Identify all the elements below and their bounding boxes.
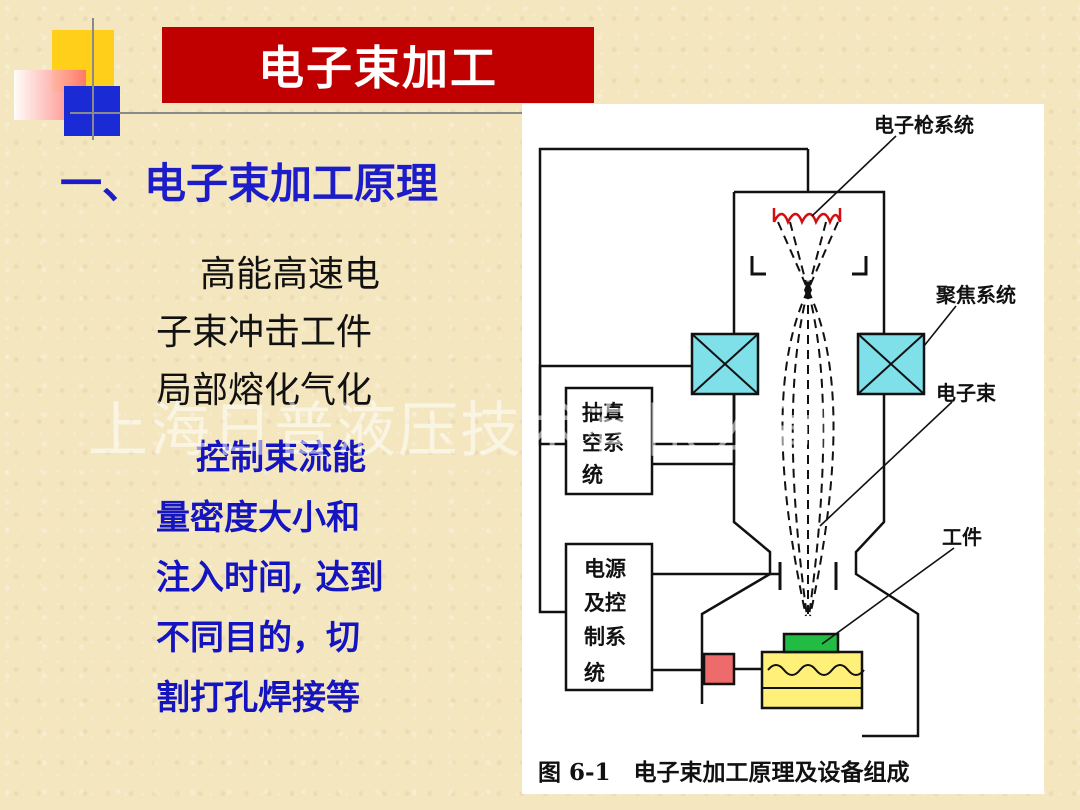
vacuum-box-line: 空系 [582, 430, 624, 455]
vacuum-system-box [564, 386, 654, 496]
power-box-line: 统 [584, 660, 605, 685]
chamber-right-wall [854, 374, 920, 738]
focus-coil-left [690, 332, 760, 396]
section-heading: 一、电子束加工原理 [60, 159, 439, 208]
vacuum-box-line: 统 [582, 462, 603, 487]
power-control-box [564, 542, 654, 692]
deco-vertical-line [92, 18, 94, 140]
power-box-line: 制系 [584, 624, 626, 649]
worktable-wave [767, 664, 865, 676]
control-line: 量密度大小和 [156, 498, 360, 538]
chamber-left-wall [700, 374, 772, 704]
cathode-filament [772, 208, 842, 226]
label-electron-gun: 电子枪系统 [874, 113, 974, 137]
workpiece [782, 632, 840, 654]
control-line: 割打孔焊接等 [156, 678, 360, 718]
label-focus-system: 聚焦系统 [935, 283, 1016, 307]
label-electron-beam: 电子束 [936, 381, 997, 405]
principle-line: 子束冲击工件 [156, 312, 373, 353]
principle-text: 高能高速电 子束冲击工件 局部熔化气化 [156, 246, 416, 420]
control-line: 不同目的，切 [156, 618, 360, 658]
sensor-box [702, 652, 736, 686]
worktable [760, 650, 864, 710]
vacuum-box-line: 抽真 [582, 400, 624, 425]
power-box-line: 电源 [584, 556, 626, 581]
power-box-line: 及控 [584, 590, 626, 615]
control-line: 控制束流能 [196, 438, 366, 478]
leader-lines [811, 135, 957, 645]
control-line: 注入时间, 达到 [156, 558, 384, 598]
figure-caption: 图 6-1 电子束加工原理及设备组成 [538, 759, 910, 786]
focus-coil-right [856, 332, 926, 396]
electron-beam-diagram: 抽真 空系 统 电源 及控 制系 统 电子枪系统 聚焦系统 电子束 工件 图 6… [522, 104, 1044, 794]
slide-title: 电子束加工 [162, 27, 594, 103]
principle-line: 局部熔化气化 [156, 370, 373, 411]
anode-left [750, 256, 766, 276]
control-text: 控制束流能 量密度大小和 注入时间, 达到 不同目的，切 割打孔焊接等 [156, 428, 446, 728]
anode-right [852, 256, 868, 276]
deco-horizontal-line [70, 112, 530, 114]
label-workpiece: 工件 [942, 525, 982, 549]
beam-crossover [804, 280, 812, 300]
electron-beam-rays [777, 221, 839, 617]
principle-line: 高能高速电 [200, 254, 381, 295]
